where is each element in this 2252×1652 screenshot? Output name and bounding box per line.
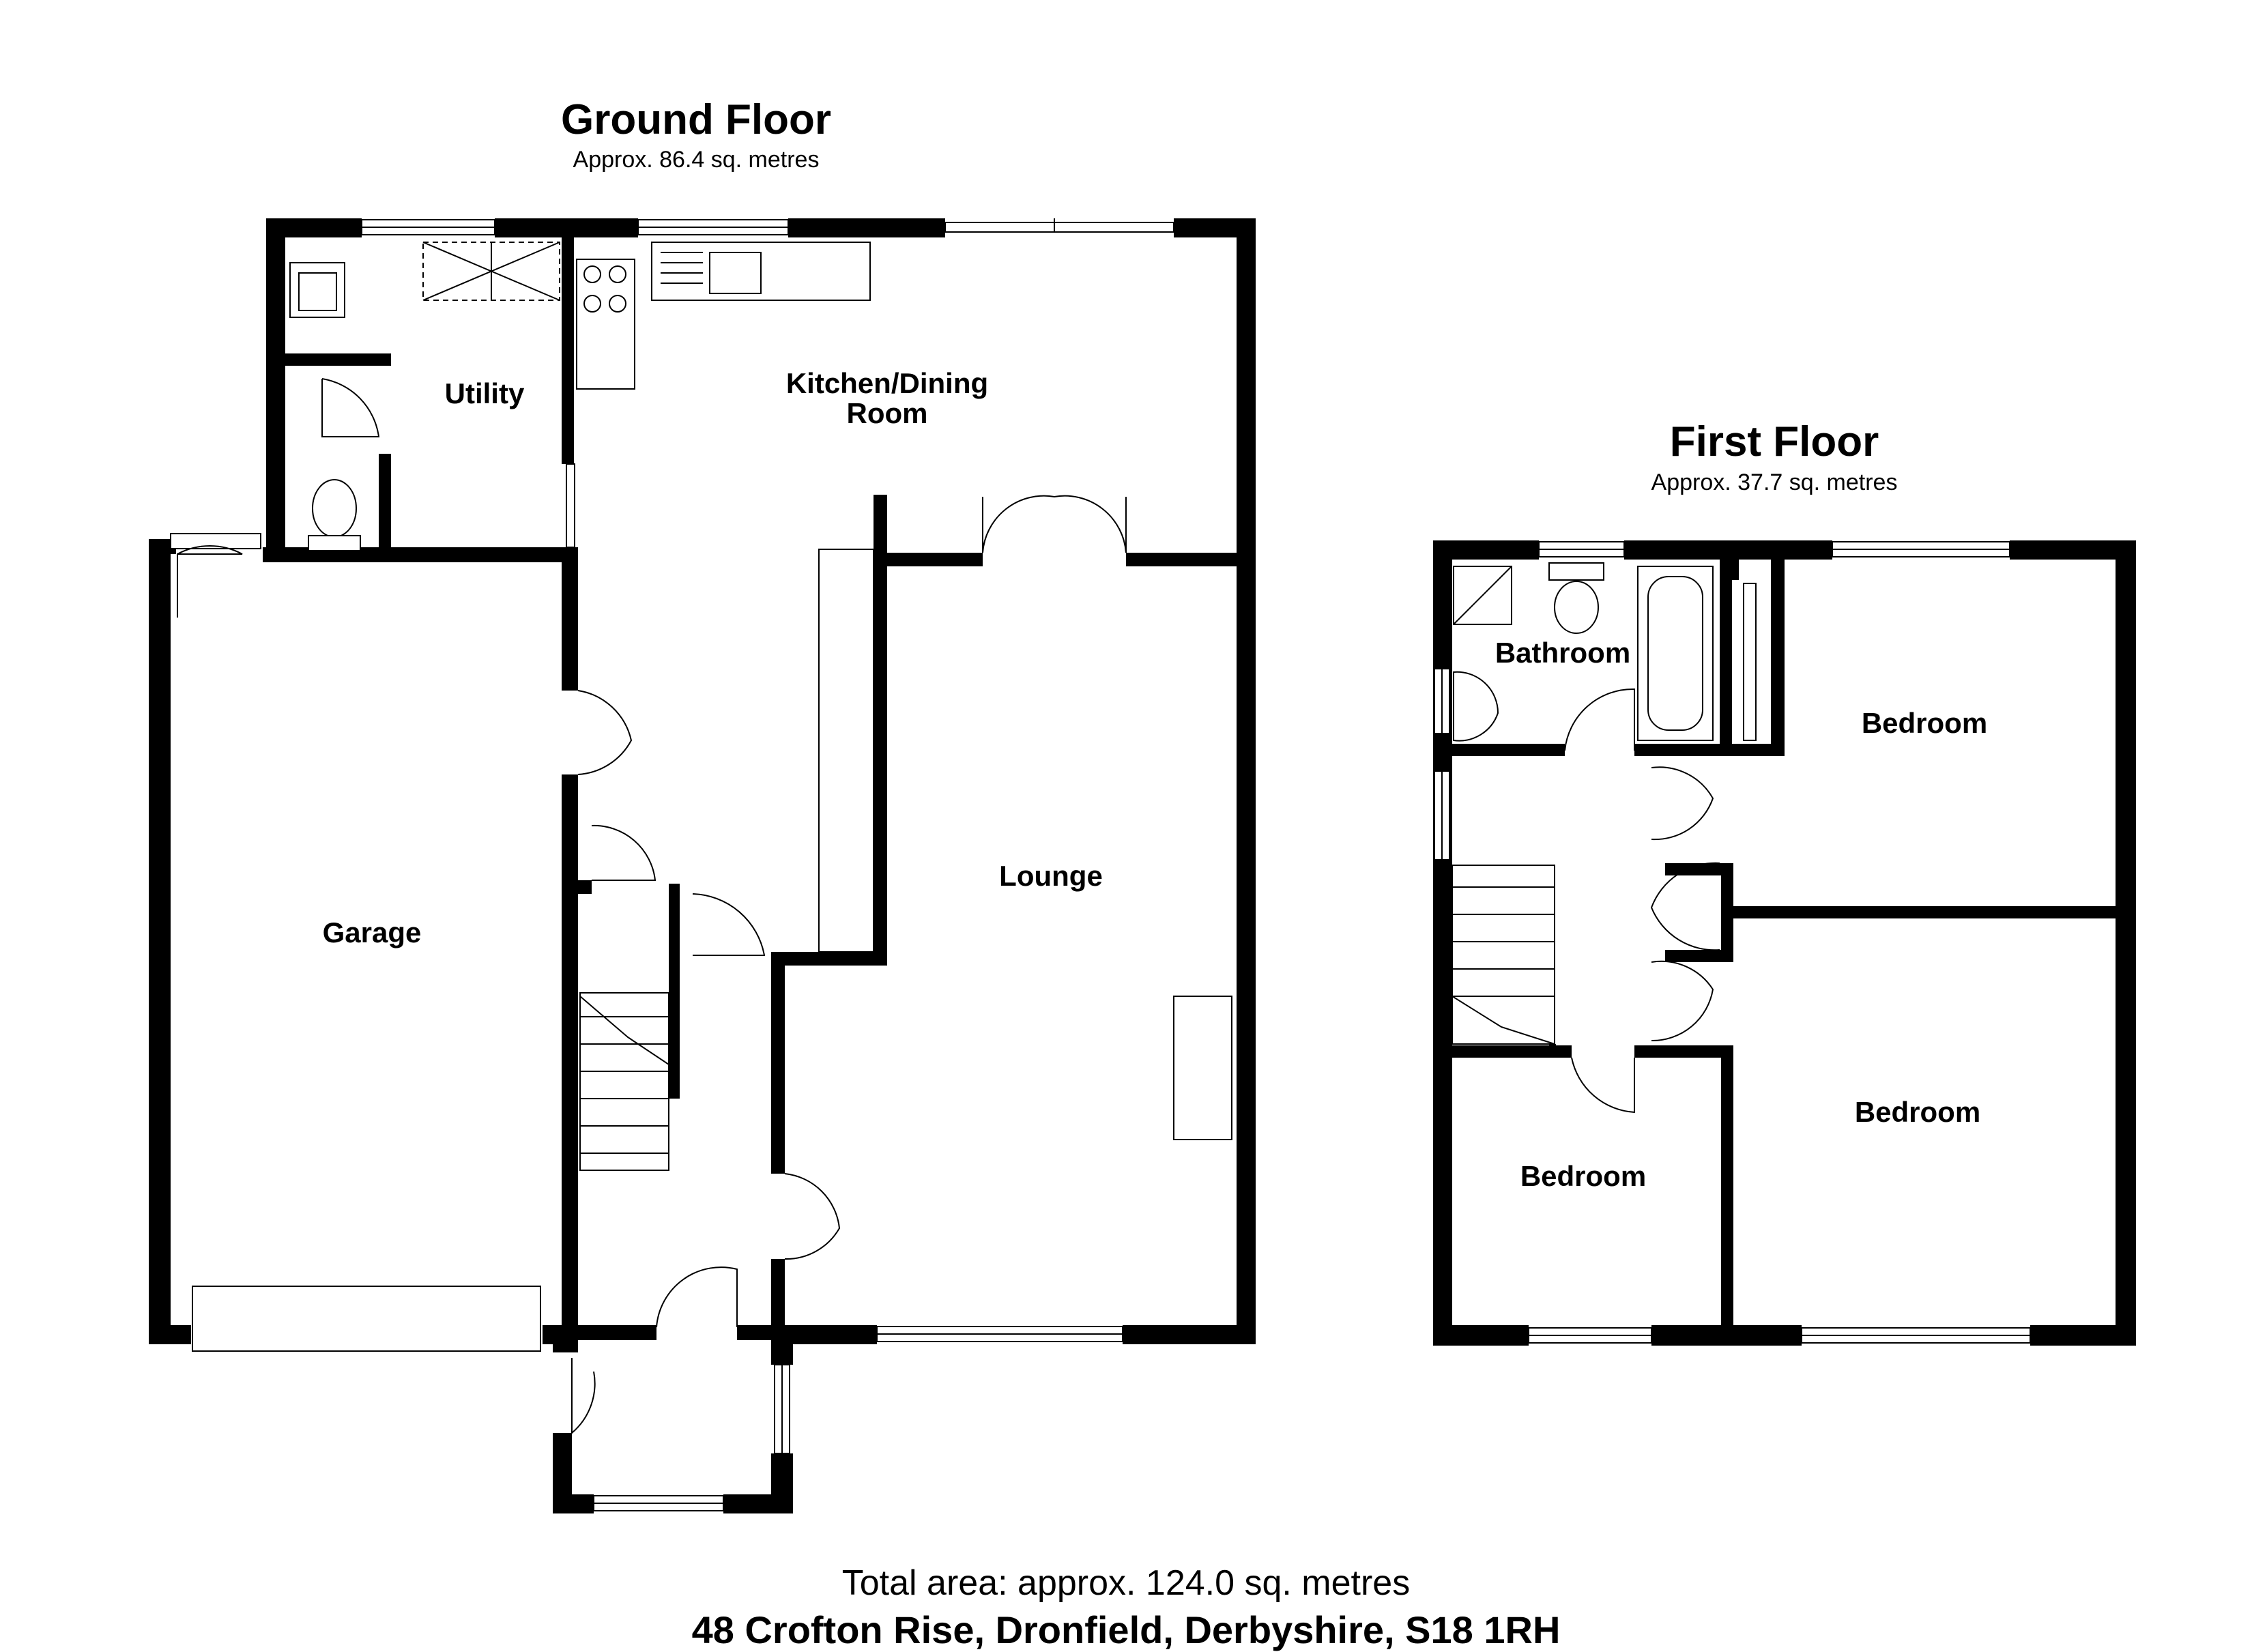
property-address: 48 Crofton Rise, Dronfield, Derbyshire, … — [691, 1608, 1561, 1651]
first-floor-doors — [1564, 583, 1757, 1114]
room-label-lounge: Lounge — [999, 860, 1103, 892]
room-label-garage: Garage — [322, 916, 422, 948]
ground-floor-area: Approx. 86.4 sq. metres — [573, 147, 820, 173]
room-label-bathroom: Bathroom — [1495, 637, 1631, 669]
first-floor-area: Approx. 37.7 sq. metres — [1651, 469, 1898, 495]
ground-floor-windows — [170, 218, 1174, 1511]
room-label-bedroom-upper-right: Bedroom — [1861, 707, 1988, 739]
ground-floor-doors — [177, 378, 1127, 1435]
room-label-utility: Utility — [444, 377, 525, 409]
ground-floor-walls — [149, 218, 1256, 1513]
first-floor-stairs — [1452, 865, 1555, 1045]
ground-floor-stairs — [579, 992, 669, 1171]
ground-floor-title: Ground Floor — [560, 96, 832, 143]
total-area-text: Total area: approx. 124.0 sq. metres — [841, 1563, 1411, 1603]
first-floor-fittings — [1453, 562, 1714, 742]
first-floor-title: First Floor — [1669, 418, 1879, 465]
room-label-kitchen-dining: Kitchen/Dining Room — [785, 367, 989, 429]
first-floor-plan — [1433, 540, 2136, 1346]
first-floor-windows — [1434, 541, 2031, 1344]
room-label-bedroom-lower-left: Bedroom — [1520, 1160, 1647, 1192]
room-label-bedroom-lower-right: Bedroom — [1854, 1096, 1981, 1128]
ground-floor-plan — [149, 218, 1256, 1513]
ground-floor-fittings — [289, 242, 1232, 1140]
